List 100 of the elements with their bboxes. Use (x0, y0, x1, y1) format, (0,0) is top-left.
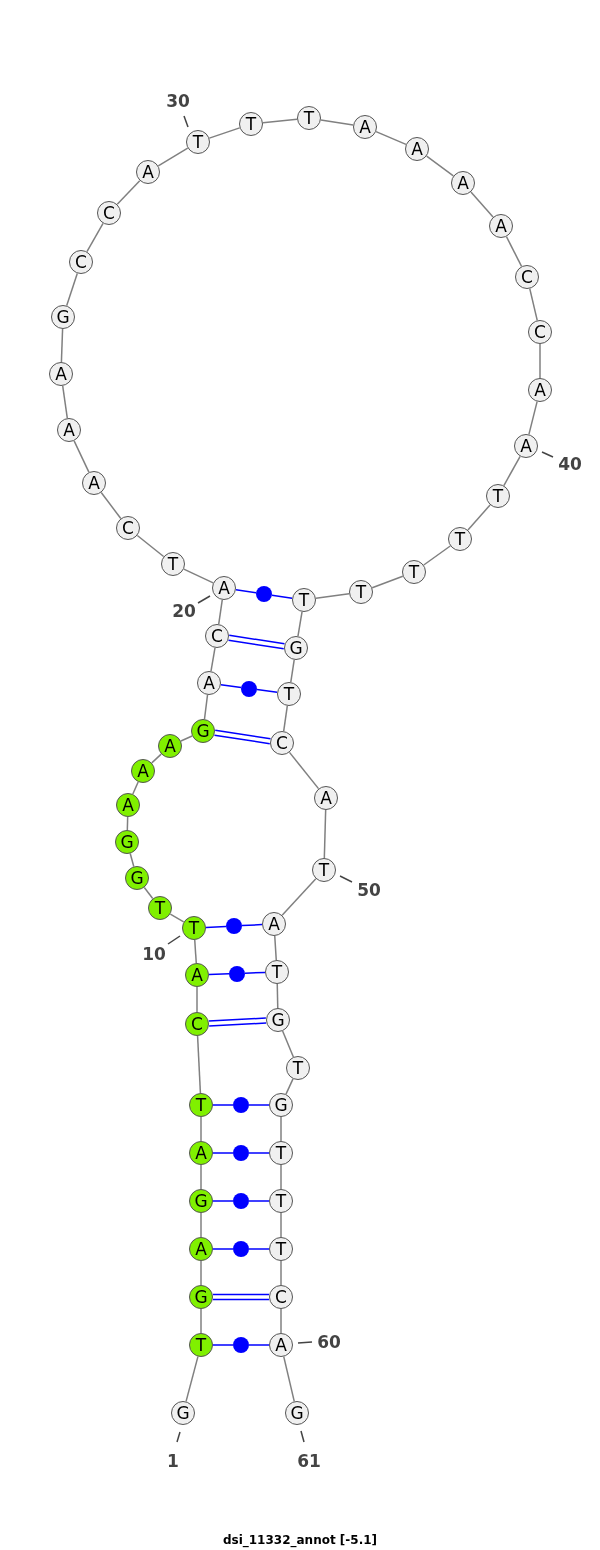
position-number: 50 (357, 881, 381, 899)
backbone-line (274, 935, 277, 961)
base-letter: A (163, 735, 177, 757)
base-letter: C (274, 1286, 288, 1308)
base-pair-line (213, 729, 272, 745)
base-letter: A (519, 435, 533, 457)
nucleotide-circle (489, 214, 513, 238)
base-pair-line (212, 1152, 234, 1154)
backbone-line (290, 659, 295, 683)
base-letter: A (217, 577, 231, 599)
base-letter: G (270, 1009, 286, 1031)
nucleotide-circle (269, 1237, 293, 1261)
nucleotide-circle (82, 471, 106, 495)
backbone-line (315, 592, 350, 600)
nucleotide-circle (116, 516, 140, 540)
nucleotide-circle (451, 171, 475, 195)
backbone-line (86, 222, 104, 253)
nucleotide-circle (189, 1237, 213, 1261)
base-pair-line (241, 923, 263, 927)
backbone-line (282, 705, 289, 732)
base-pair-line (248, 1152, 270, 1154)
position-number: 61 (297, 1452, 321, 1470)
backbone-line (61, 385, 69, 419)
base-letter: C (533, 321, 547, 343)
base-letter: G (288, 637, 304, 659)
base-letter: G (55, 306, 71, 328)
base-letter: A (136, 760, 150, 782)
backbone-line (196, 1035, 202, 1094)
backbone-line (200, 1212, 202, 1238)
base-letter: T (302, 107, 316, 129)
base-letter: T (491, 485, 505, 507)
nucleotide-circle (97, 201, 121, 225)
base-letter: T (194, 1094, 208, 1116)
base-pair-line (256, 688, 278, 694)
base-letter: T (191, 131, 205, 153)
backbone-line (210, 647, 216, 672)
base-letter: G (193, 1190, 209, 1212)
nucleotide-circle (269, 1141, 293, 1165)
base-letter: T (274, 1142, 288, 1164)
base-letter: T (291, 1057, 305, 1079)
nucleotide-circle (189, 1333, 213, 1357)
base-pair-line (227, 634, 286, 650)
backbone-line (200, 1260, 202, 1286)
base-letter: A (202, 672, 216, 694)
position-number: 60 (317, 1333, 341, 1351)
base-pair-dot (233, 1241, 249, 1257)
base-pair-line (212, 1344, 234, 1346)
backbone-line (208, 127, 241, 139)
base-letter: C (74, 251, 88, 273)
backbone-line (467, 504, 491, 531)
backbone-line (60, 328, 64, 363)
base-letter: G (175, 1402, 191, 1424)
nucleotide-circle (270, 731, 294, 755)
base-letter: T (153, 897, 167, 919)
base-pair-line (212, 1248, 234, 1250)
nucleotide-circle (292, 588, 316, 612)
base-letter: G (195, 720, 211, 742)
backbone-line (281, 1030, 295, 1058)
base-pair-dot (233, 1097, 249, 1113)
base-letter: T (270, 961, 284, 983)
backbone-line (297, 611, 303, 637)
nucleotide-circle (528, 320, 552, 344)
base-letter: T (297, 589, 311, 611)
backbone-line (285, 1078, 294, 1095)
backbone-line (157, 147, 189, 167)
nucleotide-circle (185, 963, 209, 987)
backbone-line (281, 878, 317, 916)
base-letter: A (410, 138, 424, 160)
backbone-line (280, 1260, 282, 1286)
position-number: 10 (142, 945, 166, 963)
backbone-line (280, 1212, 282, 1238)
base-letter: T (187, 917, 201, 939)
backbone-line (288, 751, 320, 790)
backbone-line (280, 1116, 282, 1142)
backbone-line (200, 1164, 202, 1190)
backbone-line (100, 491, 122, 520)
base-pair-line (248, 1248, 270, 1250)
backbone-line (183, 568, 214, 584)
backbone-line (470, 191, 494, 218)
base-pair-line (248, 1104, 270, 1106)
base-letter: A (494, 215, 508, 237)
nucleotide-circle (269, 1285, 293, 1309)
nucleotide-circle (69, 250, 93, 274)
base-letter: G (273, 1094, 289, 1116)
base-letter: C (190, 1013, 204, 1035)
backbone-line (371, 575, 404, 589)
position-number: 1 (167, 1452, 179, 1470)
base-letter: A (194, 1142, 208, 1164)
nucleotide-circle (297, 106, 321, 130)
nucleotide-circle (448, 527, 472, 551)
backbone-line (425, 155, 455, 177)
nucleotide-circle (239, 112, 263, 136)
backbone-line (262, 118, 298, 124)
backbone-line (203, 694, 209, 720)
nucleotide-circle (189, 1093, 213, 1117)
base-letter: A (533, 379, 547, 401)
backbone-line (132, 781, 139, 795)
base-pair-dot (256, 586, 272, 602)
nucleotide-circle (405, 137, 429, 161)
backbone-line (185, 1355, 199, 1403)
